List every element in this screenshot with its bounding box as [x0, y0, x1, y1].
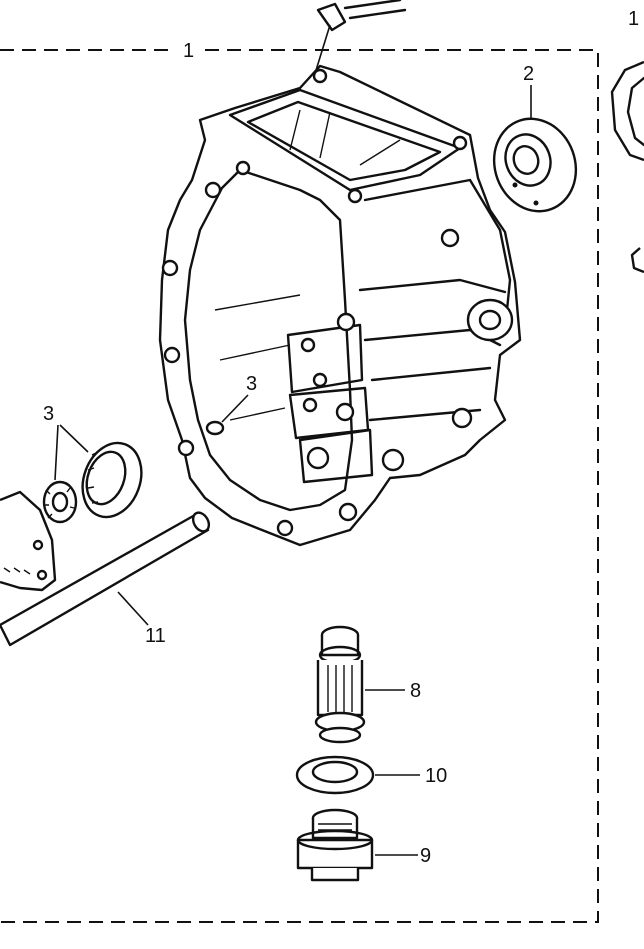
- callout-10: 10: [425, 765, 447, 787]
- callout-edge: 1: [628, 8, 639, 30]
- case-plug: [205, 394, 249, 436]
- washer: [295, 755, 420, 795]
- filter: [314, 625, 405, 744]
- callout-8: 8: [410, 680, 421, 702]
- edge-cover-part: [610, 60, 644, 274]
- gear-assembly: [42, 424, 143, 524]
- oil-seal: [492, 85, 578, 213]
- callout-labels: 1 2 3 3 8 10 9 11 1: [43, 8, 639, 867]
- assembly-frame: [0, 49, 599, 923]
- callout-9: 9: [420, 845, 431, 867]
- transmission-case: [158, 64, 522, 547]
- callout-3-gear: 3: [43, 403, 54, 425]
- callout-3-plug: 3: [246, 373, 257, 395]
- callout-1: 1: [183, 40, 194, 62]
- callout-2: 2: [523, 63, 534, 85]
- callout-11: 11: [145, 625, 166, 647]
- shaft: [0, 511, 211, 647]
- drain-plug: [296, 808, 418, 882]
- pump-housing: [0, 490, 57, 592]
